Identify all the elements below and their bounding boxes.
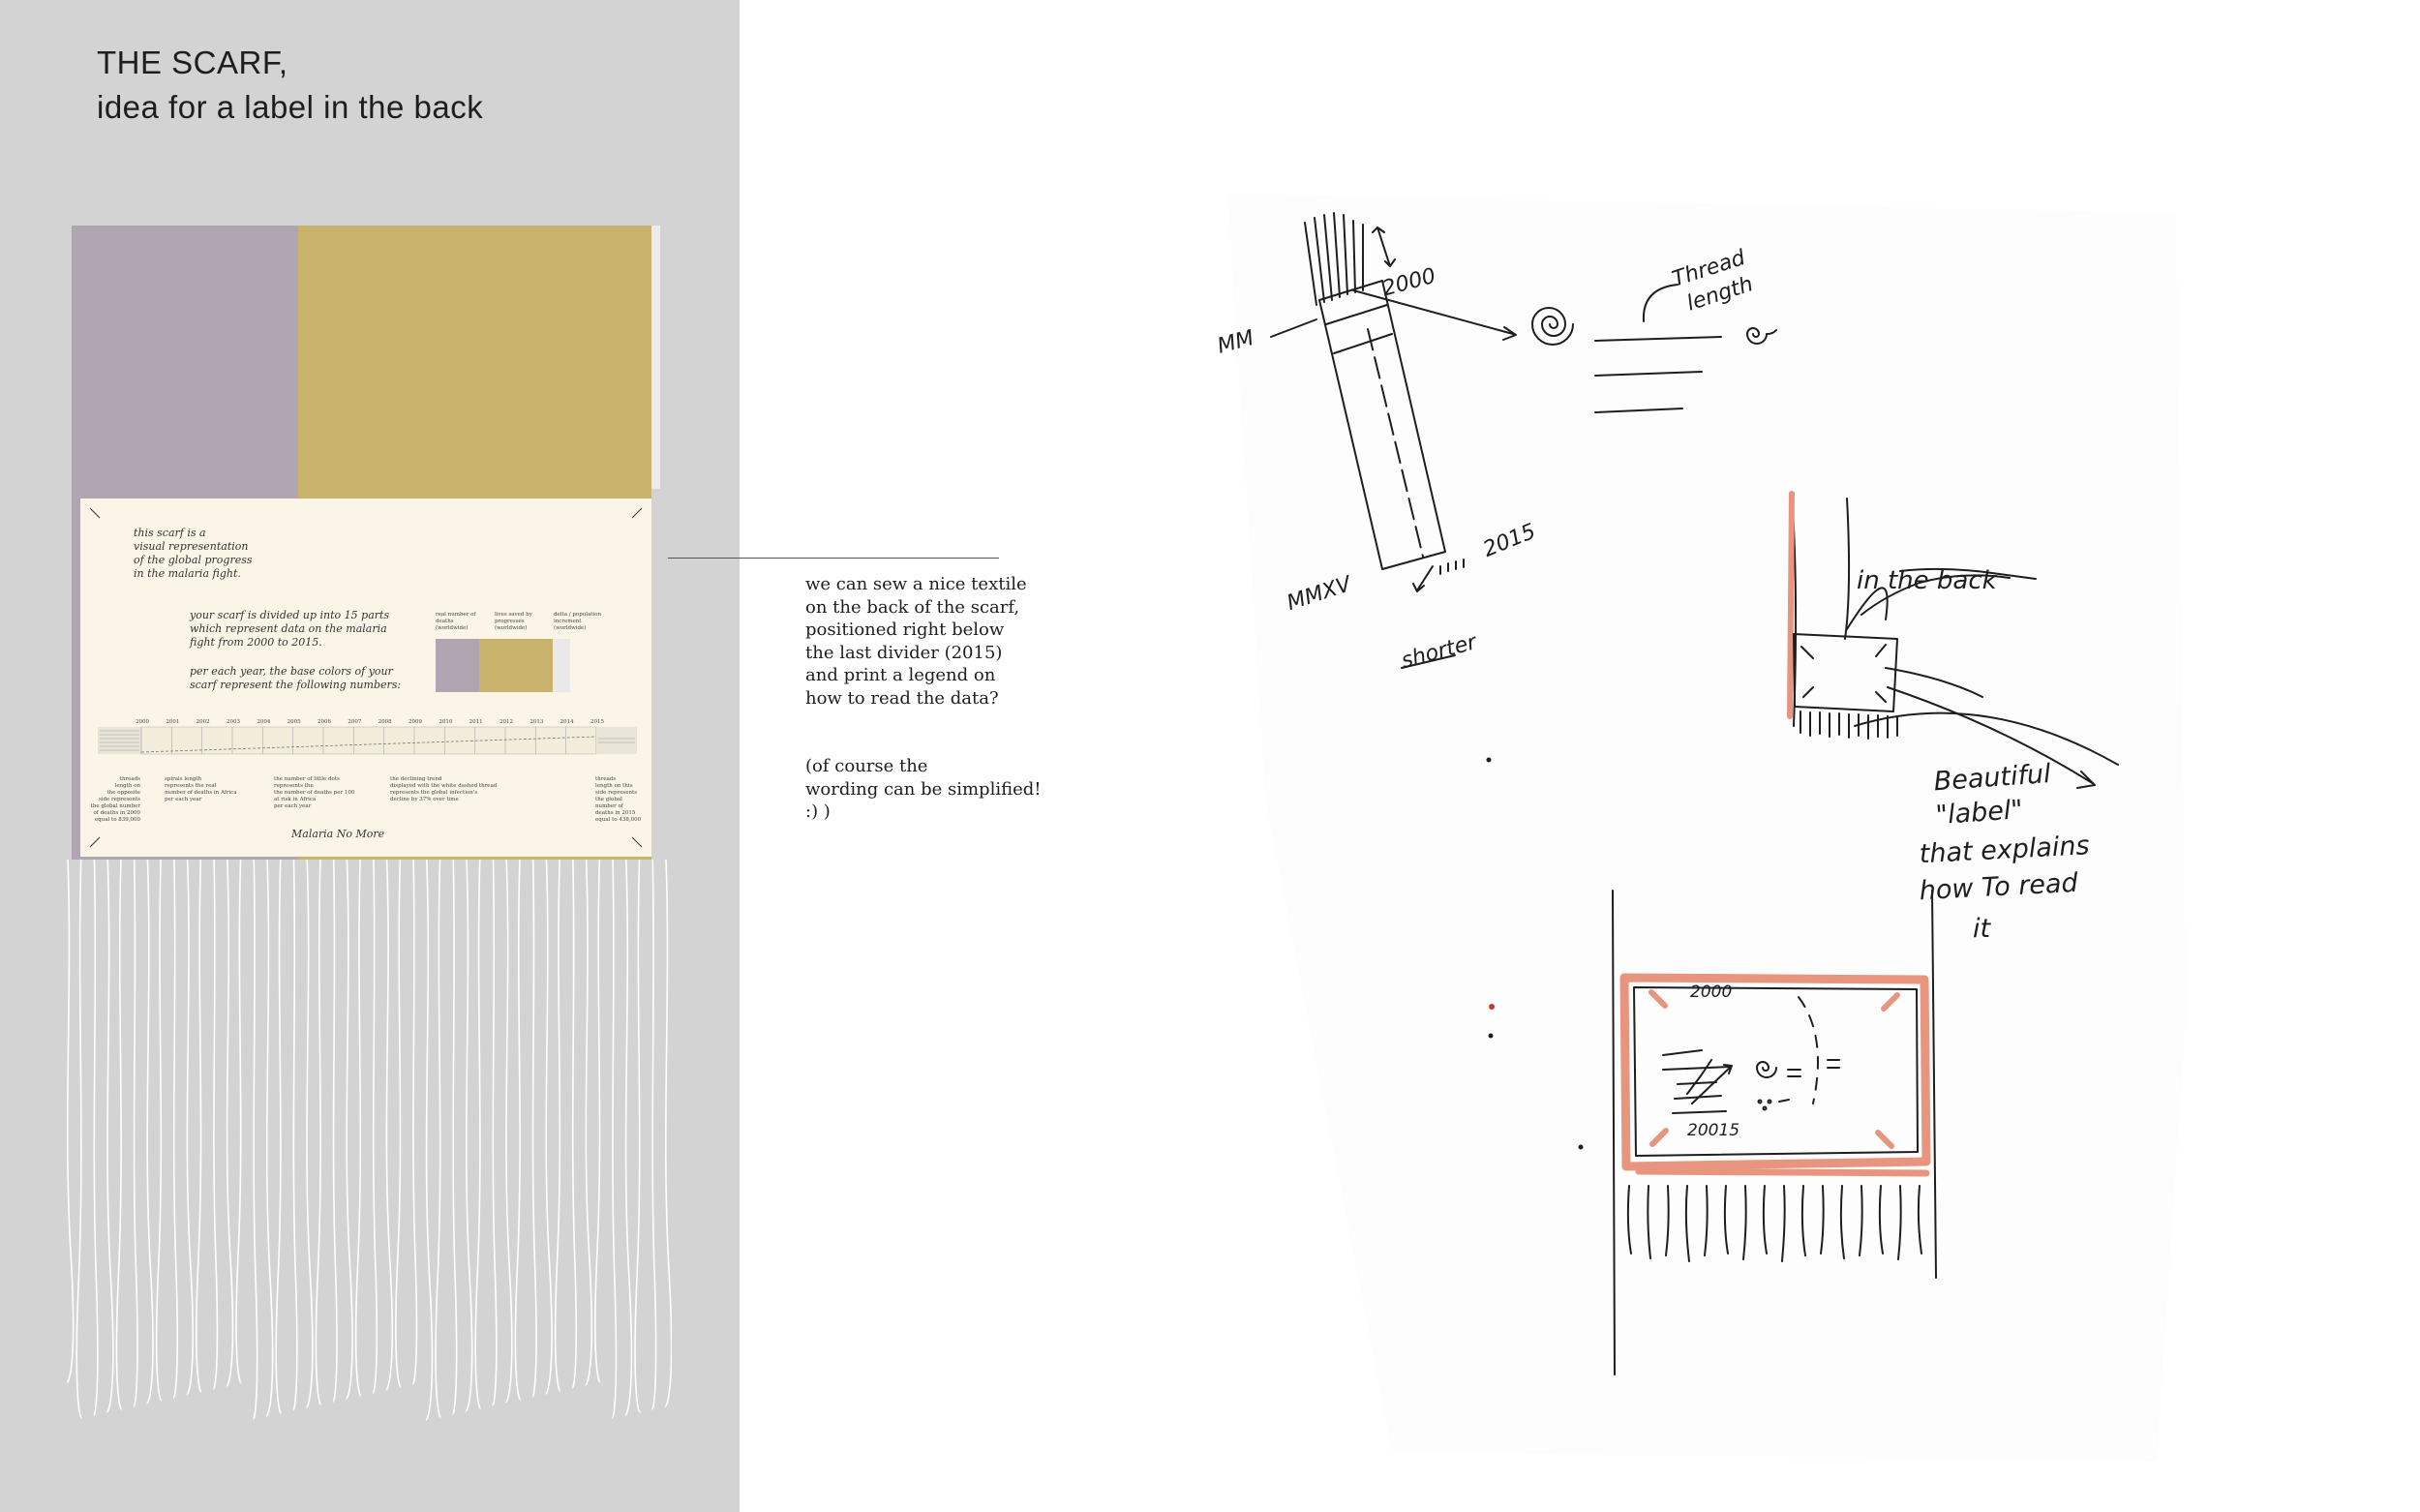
fringe-thread [545, 860, 553, 1395]
fringe-thread [253, 860, 258, 1420]
fringe-thread [492, 860, 498, 1406]
annotation-dots: the number of little dots represents the… [274, 776, 355, 809]
fringe-thread [76, 860, 82, 1419]
timeline-year: 2000 [136, 719, 149, 725]
timeline-year: 2004 [257, 719, 271, 725]
fringe-thread [634, 860, 641, 1413]
sketch-label-2015: 20015 [1687, 1121, 1739, 1140]
scarf-label: this scarf is a visual representation of… [80, 499, 651, 857]
fringe-thread [306, 860, 314, 1408]
timeline-year: 2006 [318, 719, 331, 725]
fringe-thread [292, 860, 298, 1411]
fringe-thread [354, 860, 362, 1397]
fringe-thread [664, 860, 672, 1407]
annotation-2000: threads length on the opposite side repr… [90, 776, 140, 823]
fringe-thread [571, 860, 578, 1389]
fringe-thread [452, 860, 458, 1415]
sketch-drawing: MM 2000 Thread length MMXV 2015 shorter … [1215, 194, 2186, 1462]
legend-swatch-saved [479, 639, 553, 692]
fringe-thread [133, 860, 138, 1407]
legend-label-deaths: real number of deaths (worldwide) [436, 612, 476, 631]
fringe-thread [346, 860, 353, 1400]
label-divided-text: your scarf is divided up into 15 parts w… [190, 609, 390, 649]
legend-label-delta: delta / population increment (worldwide) [554, 612, 602, 631]
fringe-thread [265, 860, 274, 1417]
label-footer: Malaria No More [291, 828, 385, 840]
fringe-thread [115, 860, 122, 1410]
legend-swatch-deaths [436, 639, 479, 692]
fringe-thread [93, 860, 99, 1416]
fringe-thread [624, 860, 633, 1416]
timeline-year: 2003 [227, 719, 240, 725]
fringe-thread [146, 860, 154, 1405]
fringe-thread [474, 860, 481, 1409]
fringe-thread [612, 860, 618, 1419]
fringe-thread [372, 860, 378, 1394]
fringe-thread [106, 860, 114, 1413]
annotation-spirals: spirals length represents the real numbe… [165, 776, 237, 802]
fringe-thread [275, 860, 282, 1414]
fringe-thread [594, 860, 601, 1383]
fringe-thread [213, 860, 219, 1390]
connector-line [668, 558, 999, 559]
fringe-thread [172, 860, 179, 1399]
fringe-thread [554, 860, 561, 1392]
label-timeline [98, 726, 637, 755]
timeline-year: 2005 [287, 719, 301, 725]
fringe-thread [226, 860, 234, 1387]
label-corner-marks [89, 507, 643, 848]
annotation-trend: the declining trend displayed with the w… [390, 776, 498, 802]
sketch-label-2000: 2000 [1690, 983, 1732, 1002]
title-line-1: THE SCARF, [97, 45, 288, 80]
timeline-year: 2012 [499, 719, 513, 725]
timeline-year: 2002 [196, 719, 210, 725]
fringe-thread [505, 860, 513, 1404]
scarf-fringe [66, 860, 672, 1421]
page-title: THE SCARF, idea for a label in the back [97, 41, 483, 130]
timeline-year: 2011 [469, 719, 483, 725]
fringe-thread [585, 860, 593, 1386]
fringe-thread [395, 860, 402, 1388]
fringe-thread [435, 860, 441, 1418]
fringe-thread [514, 860, 521, 1401]
fringe-thread [155, 860, 163, 1402]
sketch-it: it [1973, 914, 1992, 944]
fringe-thread [196, 860, 202, 1393]
notes-text: we can sew a nice textile on the back of… [805, 574, 1042, 822]
annotation-2015: threads length on this side represents t… [595, 776, 642, 823]
fringe-thread [412, 860, 418, 1385]
fringe-thread [385, 860, 394, 1391]
timeline-year: 2014 [560, 719, 574, 725]
timeline-year: 2007 [348, 719, 362, 725]
timeline-year: 2001 [166, 719, 180, 725]
fringe-thread [651, 860, 657, 1410]
fringe-thread [332, 860, 338, 1403]
fringe-thread [315, 860, 321, 1406]
sketch-label: "label" [1935, 795, 2024, 831]
timeline-year: 2008 [378, 719, 392, 725]
label-colors-text: per each year, the base colors of your s… [190, 665, 402, 691]
fringe-thread [235, 860, 242, 1384]
fringe-thread [465, 860, 473, 1412]
label-intro: this scarf is a visual representation of… [134, 527, 253, 580]
timeline-year: 2013 [529, 719, 544, 725]
legend-swatch-delta [553, 639, 570, 692]
timeline-year: 2010 [439, 719, 453, 725]
legend-label-saved: lives saved by progresses (worldwide) [495, 612, 532, 631]
fringe-thread [425, 860, 434, 1421]
fringe-thread [66, 860, 75, 1383]
title-line-2: idea for a label in the back [97, 89, 484, 125]
timeline-year: 2009 [408, 719, 422, 725]
scarf-edge [651, 226, 660, 489]
fringe-thread [186, 860, 195, 1396]
timeline-year: 2015 [590, 719, 604, 725]
sketch-in-the-back: in the back [1857, 566, 1998, 595]
fringe-thread [531, 860, 537, 1398]
